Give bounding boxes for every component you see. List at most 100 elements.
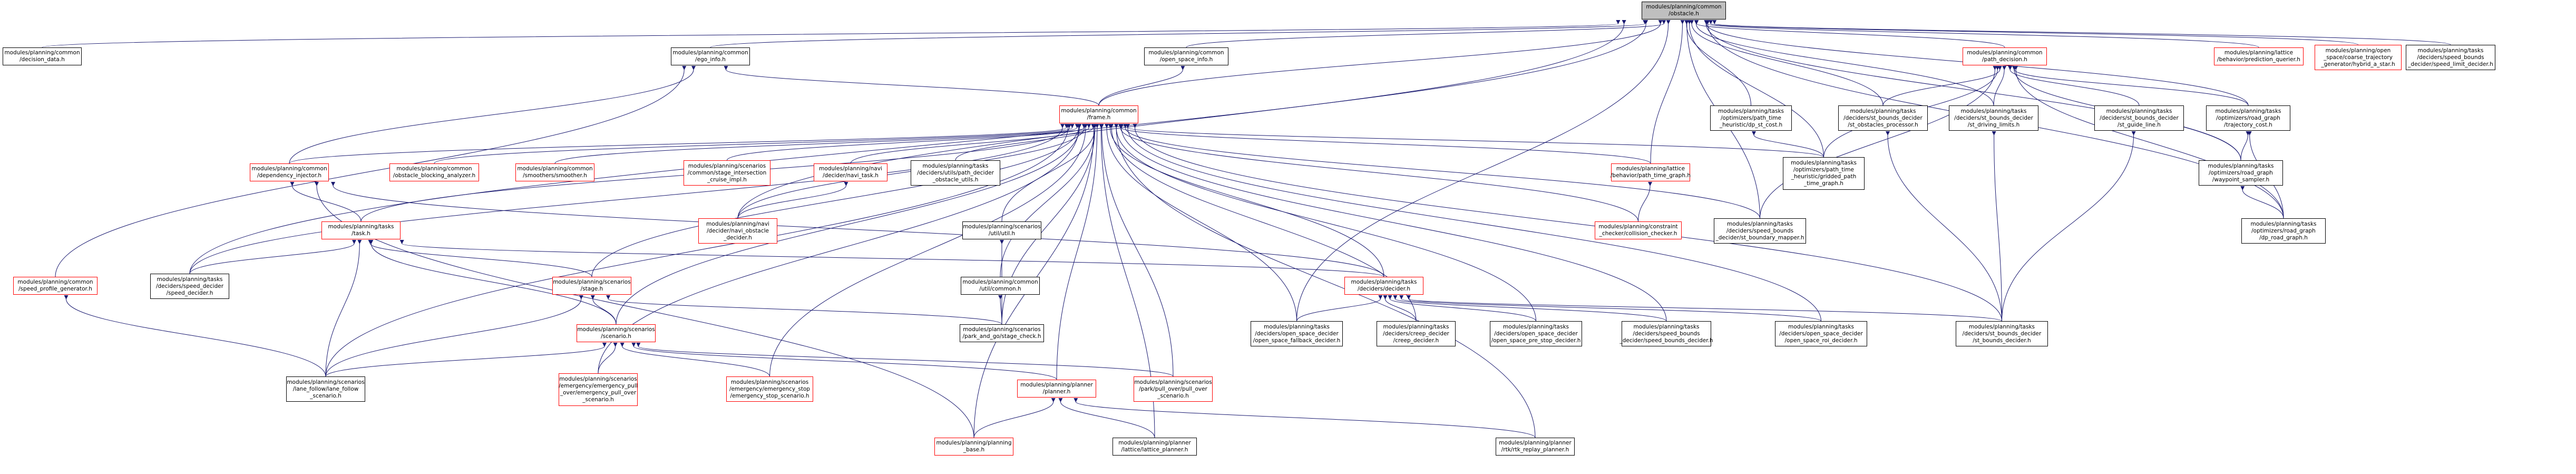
node-path-decider-obstacle-utils-h[interactable]: modules/planning/tasks /deciders/utils/p… <box>911 160 1000 186</box>
edge-frame_h-to-open_space_info_h <box>1098 65 1185 106</box>
edge-lane_follow_scenario_h-to-scenario_h <box>325 342 607 377</box>
edge-navi_obstacle_decider_h-to-obstacle_h <box>737 20 1648 219</box>
node-util-common-h[interactable]: modules/planning/common /util/common.h <box>961 277 1040 295</box>
node-trajectory-cost-h[interactable]: modules/planning/tasks /optimizers/road_… <box>2206 105 2290 131</box>
edge-st_guide_line_h-to-path_decision_h <box>2008 65 2140 106</box>
node-planner-h[interactable]: modules/planning/planner /planner.h <box>1017 380 1096 398</box>
edge-st_bounds_decider_h-to-st_driving_limits_h <box>1992 131 2002 322</box>
edge-scenario_h-to-stage_h <box>590 295 617 325</box>
node-waypoint-sampler-h[interactable]: modules/planning/tasks /optimizers/road_… <box>2199 160 2283 186</box>
edge-open_space_fallback_decider_h-to-frame_h <box>1105 123 1297 322</box>
edge-decider_h-to-frame_h <box>1108 123 1384 277</box>
node-speed-profile-generator-h[interactable]: modules/planning/common /speed_profile_g… <box>13 277 97 295</box>
edge-open_space_fallback_decider_h-to-decider_h <box>1296 295 1383 322</box>
node-emergency-pull-over-scenario-h[interactable]: modules/planning/scenarios /emergency/em… <box>559 373 638 406</box>
node-prediction-querier-h[interactable]: modules/planning/lattice /behavior/predi… <box>2214 47 2304 65</box>
node-decision-data-h[interactable]: modules/planning/common /decision_data.h <box>3 47 82 65</box>
edge-open_space_roi_decider_h-to-decider_h <box>1399 295 1821 322</box>
node-util-h[interactable]: modules/planning/scenarios /util/util.h <box>962 221 1041 239</box>
edge-speed_bounds_decider_h-to-frame_h <box>1119 123 1667 322</box>
node-st-obstacles-processor-h[interactable]: modules/planning/tasks /deciders/st_boun… <box>1838 105 1928 131</box>
node-lattice-planner-h[interactable]: modules/planning/planner /lattice/lattic… <box>1113 438 1197 456</box>
node-speed-bounds-decider-h[interactable]: modules/planning/tasks /deciders/speed_b… <box>1619 321 1713 346</box>
edge-lane_follow_scenario_h-to-task_h <box>325 239 362 377</box>
edge-smoother_h-to-frame_h <box>554 123 1079 164</box>
edge-rtk_replay_planner_h-to-planner_h <box>1074 398 1536 438</box>
node-speed-decider-h[interactable]: modules/planning/tasks /deciders/speed_d… <box>150 274 229 299</box>
node-st-guide-line-h[interactable]: modules/planning/tasks /deciders/st_boun… <box>2094 105 2184 131</box>
edge-waypoint_sampler_h-to-trajectory_cost_h <box>2240 131 2250 161</box>
edge-speed_decider_h-to-task_h <box>189 239 357 274</box>
node-rtk-replay-planner-h[interactable]: modules/planning/planner /rtk/rtk_replay… <box>1496 438 1575 456</box>
edge-stage_h-to-task_h <box>368 239 592 277</box>
node-scenario-h[interactable]: modules/planning/scenarios /scenario.h <box>577 324 656 342</box>
node-path-time-graph-h[interactable]: modules/planning/lattice /behavior/path_… <box>1611 163 1691 181</box>
edge-pull_and_go_stage_check_h-to-stage_h <box>606 295 1002 325</box>
edge-collision_checker_h-to-frame_h <box>1118 123 1638 222</box>
node-open-space-pre-stop-decider-h[interactable]: modules/planning/tasks /deciders/open_sp… <box>1490 321 1582 346</box>
node-ego-info-h[interactable]: modules/planning/common /ego_info.h <box>671 47 750 65</box>
edge-planner_h-to-frame_h <box>1056 123 1099 380</box>
node-path-decision-h[interactable]: modules/planning/common /path_decision.h <box>1963 47 2047 65</box>
node-st-driving-limits-h[interactable]: modules/planning/tasks /deciders/st_boun… <box>1949 105 2038 131</box>
node-stage-intersection-cruise-impl-h[interactable]: modules/planning/scenarios /common/stage… <box>684 160 770 186</box>
edge-ego_info_h-to-obstacle_h <box>710 20 1647 48</box>
node-pull-over-scenario-h[interactable]: modules/planning/scenarios /park/pull_ov… <box>1134 376 1213 402</box>
node-frame-h[interactable]: modules/planning/common /frame.h <box>1059 105 1138 123</box>
node-open-space-roi-decider-h[interactable]: modules/planning/tasks /deciders/open_sp… <box>1775 321 1867 346</box>
node-collision-checker-h[interactable]: modules/planning/constraint _checker/col… <box>1595 221 1682 239</box>
node-gridded-path-time-graph-h[interactable]: modules/planning/tasks /optimizers/path_… <box>1783 157 1865 190</box>
edge-lattice_planner_h-to-planner_h <box>1058 398 1155 438</box>
edge-navi_task_h-to-frame_h <box>850 123 1091 164</box>
edge-open_space_roi_decider_h-to-frame_h <box>1125 123 1821 322</box>
edge-st_bounds_decider_h-to-frame_h <box>1133 123 2002 322</box>
node-task-h[interactable]: modules/planning/tasks /task.h <box>321 221 401 239</box>
node-obstacle-h: modules/planning/common /obstacle.h <box>1642 2 1726 20</box>
node-speed-limit-decider-h[interactable]: modules/planning/tasks /deciders/speed_b… <box>2406 45 2495 70</box>
edge-dp_st_cost_h-to-obstacle_h <box>1684 20 1751 106</box>
node-lane-follow-scenario-h[interactable]: modules/planning/scenarios /lane_follow/… <box>286 376 365 402</box>
edge-decider_h-to-task_h <box>399 239 1384 277</box>
edge-emergency_pull_over_scenario_h-to-scenario_h <box>598 342 618 374</box>
edge-collision_checker_h-to-path_time_graph_h <box>1638 181 1653 222</box>
edge-open_space_pre_stop_decider_h-to-decider_h <box>1388 295 1536 322</box>
node-obstacle-blocking-analyzer-h[interactable]: modules/planning/common /obstacle_blocki… <box>389 163 479 181</box>
edge-path_time_graph_h-to-obstacle_h <box>1650 20 1685 164</box>
node-navi-task-h[interactable]: modules/planning/navi /decider/navi_task… <box>814 163 887 181</box>
edge-util_h-to-frame_h <box>1001 123 1097 222</box>
node-dp-st-cost-h[interactable]: modules/planning/tasks /optimizers/path_… <box>1710 105 1792 131</box>
node-open-space-fallback-decider-h[interactable]: modules/planning/tasks /deciders/open_sp… <box>1251 321 1343 346</box>
edge-st_bounds_decider_h-to-decider_h <box>1406 295 2002 322</box>
node-open-space-info-h[interactable]: modules/planning/common /open_space_info… <box>1144 47 1228 65</box>
edge-open_space_fallback_decider_h-to-obstacle_h <box>1296 20 1671 322</box>
edge-prediction_querier_h-to-obstacle_h <box>1704 20 2259 48</box>
edge-emergency_stop_scenario_h-to-frame_h <box>769 123 1088 377</box>
edge-st_bounds_decider_h-to-st_guide_line_h <box>2002 131 2136 322</box>
node-decider-boundary-mapper-h[interactable]: modules/planning/tasks /deciders/speed_b… <box>1714 218 1806 244</box>
node-pull-and-go-stage-check-h[interactable]: modules/planning/scenarios /park_and_go/… <box>960 324 1044 342</box>
edge-path_decider_obstacle_utils_h-to-frame_h <box>955 123 1096 161</box>
node-decider-h[interactable]: modules/planning/tasks /deciders/decider… <box>1344 277 1423 295</box>
edge-decision_data_h-to-obstacle_h <box>42 20 1621 48</box>
node-hybrid-a-star-h[interactable]: modules/planning/open _space/coarse_traj… <box>2315 45 2402 70</box>
edge-dependency_injector_h-to-ego_info_h <box>289 65 696 164</box>
node-dependency-injector-h[interactable]: modules/planning/common /dependency_inje… <box>250 163 329 181</box>
node-stage-h[interactable]: modules/planning/scenarios /stage.h <box>552 277 631 295</box>
edge-pull_over_scenario_h-to-scenario_h <box>636 342 1174 377</box>
node-planning-base-h[interactable]: modules/planning/planning _base.h <box>934 438 1013 456</box>
node-navi-obstacle-decider-h[interactable]: modules/planning/navi /decider/navi_obst… <box>698 218 777 244</box>
edge-scenario_h-to-task_h <box>369 239 617 325</box>
edge-path_time_graph_h-to-frame_h <box>1118 123 1651 164</box>
node-st-bounds-decider-h[interactable]: modules/planning/tasks /deciders/st_boun… <box>1956 321 2048 346</box>
node-smoother-h[interactable]: modules/planning/common /smoothers/smoot… <box>515 163 594 181</box>
edge-lane_follow_scenario_h-to-stage_h <box>325 295 583 377</box>
edge-open_space_pre_stop_decider_h-to-frame_h <box>1114 123 1536 322</box>
edge-lane_follow_scenario_h-to-speed_profile_generator_h <box>64 295 326 377</box>
node-emergency-stop-scenario-h[interactable]: modules/planning/scenarios /emergency/em… <box>726 376 813 402</box>
node-dp-road-graph-h[interactable]: modules/planning/tasks /optimizers/road_… <box>2241 218 2326 244</box>
edge-speed_profile_generator_h-to-ego_info_h <box>55 65 687 277</box>
node-creep-decider-h[interactable]: modules/planning/tasks /deciders/creep_d… <box>1377 321 1456 346</box>
edge-speed_decider_h-to-obstacle_h <box>189 20 1626 274</box>
edge-trajectory_cost_h-to-path_decision_h <box>2012 65 2249 106</box>
